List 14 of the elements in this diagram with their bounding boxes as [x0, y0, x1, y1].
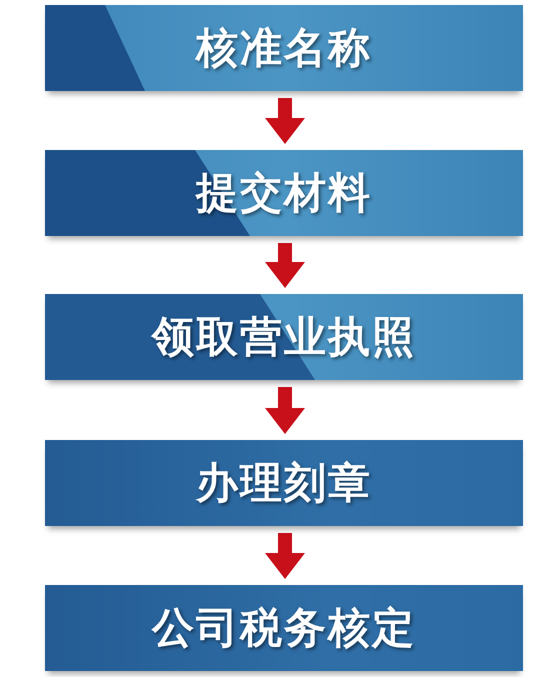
process-box [45, 440, 523, 526]
arrow [265, 243, 305, 288]
step-label: 公司税务核定 [152, 602, 416, 654]
step-label: 核准名称 [196, 22, 372, 74]
process-box [45, 294, 523, 380]
arrow [265, 98, 305, 144]
arrow [265, 387, 305, 434]
step-label: 办理刻章 [196, 457, 372, 509]
arrow [265, 533, 305, 579]
step-label: 提交材料 [196, 167, 372, 219]
process-box [45, 585, 523, 671]
process-box [45, 5, 523, 91]
process-box [45, 150, 523, 236]
step-label: 领取营业执照 [152, 311, 416, 363]
